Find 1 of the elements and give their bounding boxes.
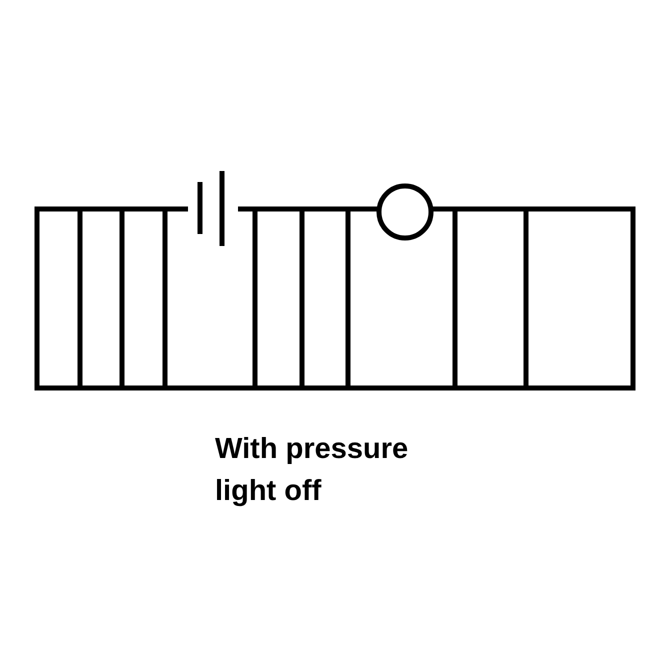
- caption: With pressure light off: [215, 432, 410, 509]
